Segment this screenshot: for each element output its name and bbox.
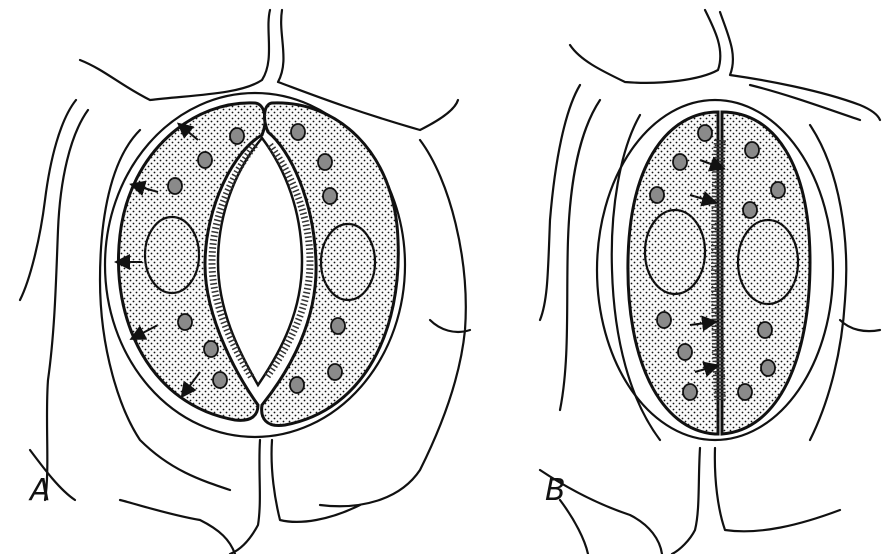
panel-label-b: B (545, 473, 566, 508)
nucleus-left-b (645, 210, 705, 294)
stomatal-pore-a (218, 138, 302, 385)
panel-label-a: A (28, 473, 51, 508)
nucleus-left-a (145, 217, 199, 293)
closed-pore-b (717, 140, 720, 400)
panel-a: A (20, 10, 470, 554)
nucleus-right-a (321, 224, 375, 300)
panel-b: B (540, 10, 880, 554)
nucleus-right-b (738, 220, 798, 304)
